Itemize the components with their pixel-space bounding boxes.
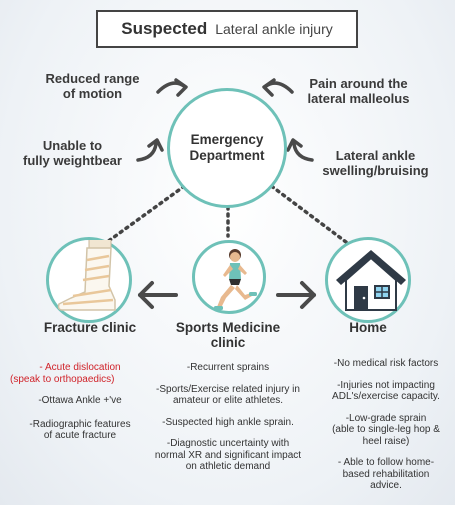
fracture-criteria: - Acute dislocation (speak to orthopaedi… <box>10 362 150 442</box>
sports-medicine-label: Sports Medicine clinic <box>158 320 298 350</box>
left-arrow-icon <box>138 281 178 309</box>
right-arrow-icon <box>276 281 316 309</box>
home-label: Home <box>349 320 387 335</box>
symptom-reduced-motion: Reduced range of motion <box>30 71 155 101</box>
fracture-red-line: (speak to orthopaedics) <box>10 373 115 385</box>
connector-home <box>264 180 352 247</box>
fracture-item: -Radiographic features <box>29 418 131 430</box>
home-item: -Injuries not impacting <box>337 379 435 391</box>
fracture-red-line: - Acute dislocation <box>39 362 121 373</box>
sports-item: -Diagnostic uncertainty with <box>166 438 290 449</box>
emergency-label-line2: Department <box>189 148 265 163</box>
curved-arrow-icon <box>286 138 314 162</box>
title-sub: Lateral ankle injury <box>215 21 333 37</box>
home-item: (able to single-leg hop & <box>332 424 440 435</box>
symptom-swelling: Lateral ankle swelling/bruising <box>313 148 438 178</box>
curved-arrow-icon <box>156 78 188 97</box>
home-item: - Able to follow home- <box>337 457 435 468</box>
home-item: ADL's/exercise capacity. <box>332 391 440 402</box>
home-item: -No medical risk factors <box>333 358 439 369</box>
fracture-item: -Ottawa Ankle +'ve <box>38 395 122 406</box>
curved-arrow-icon <box>262 78 294 97</box>
title-main: Suspected <box>121 19 208 38</box>
home-item: -Low-grade sprain <box>345 412 427 424</box>
fracture-item: of acute fracture <box>43 430 117 441</box>
runner-icon <box>214 249 257 310</box>
symptom-line: lateral malleolus <box>307 91 410 106</box>
home-circle <box>325 237 411 323</box>
home-criteria: -No medical risk factors -Injuries not i… <box>318 358 454 492</box>
sports-item: -Recurrent sprains <box>186 362 270 373</box>
symptom-line: Lateral ankle <box>335 148 416 163</box>
sports-label-line1: Sports Medicine <box>175 320 281 335</box>
sports-label-line2: clinic <box>210 335 246 350</box>
curved-arrow-icon <box>136 138 164 162</box>
sports-criteria: -Recurrent sprains -Sports/Exercise rela… <box>148 362 308 473</box>
sports-medicine-circle <box>192 240 266 314</box>
symptom-pain: Pain around the lateral malleolus <box>296 76 421 106</box>
fracture-clinic-label: Fracture clinic <box>43 320 137 335</box>
sports-item: -Suspected high ankle sprain. <box>162 416 294 428</box>
symptom-line: fully weightbear <box>23 153 122 168</box>
sports-item: normal XR and significant impact <box>154 449 302 461</box>
sports-item: -Sports/Exercise related injury in <box>156 383 300 395</box>
title-box: Suspected Lateral ankle injury <box>96 10 358 48</box>
sports-item: amateur or elite athletes. <box>172 395 284 406</box>
emergency-label-line1: Emergency <box>190 132 264 147</box>
home-item: advice. <box>370 480 402 491</box>
house-icon <box>336 250 406 311</box>
ankle-cast-icon <box>57 240 116 311</box>
symptom-line: of motion <box>62 86 123 101</box>
symptom-unable-weightbear: Unable to fully weightbear <box>10 138 135 168</box>
sports-item: on athletic demand <box>185 461 271 472</box>
connector-fracture <box>101 180 192 247</box>
symptom-line: swelling/bruising <box>322 163 429 178</box>
home-item: heel raise) <box>362 435 410 447</box>
fracture-clinic-circle <box>46 237 132 323</box>
emergency-department-circle: Emergency Department <box>167 88 287 208</box>
home-item: based rehabilitation <box>342 468 430 480</box>
symptom-line: Pain around the <box>309 76 408 91</box>
symptom-line: Reduced range <box>45 71 140 86</box>
symptom-line: Unable to <box>42 138 103 153</box>
